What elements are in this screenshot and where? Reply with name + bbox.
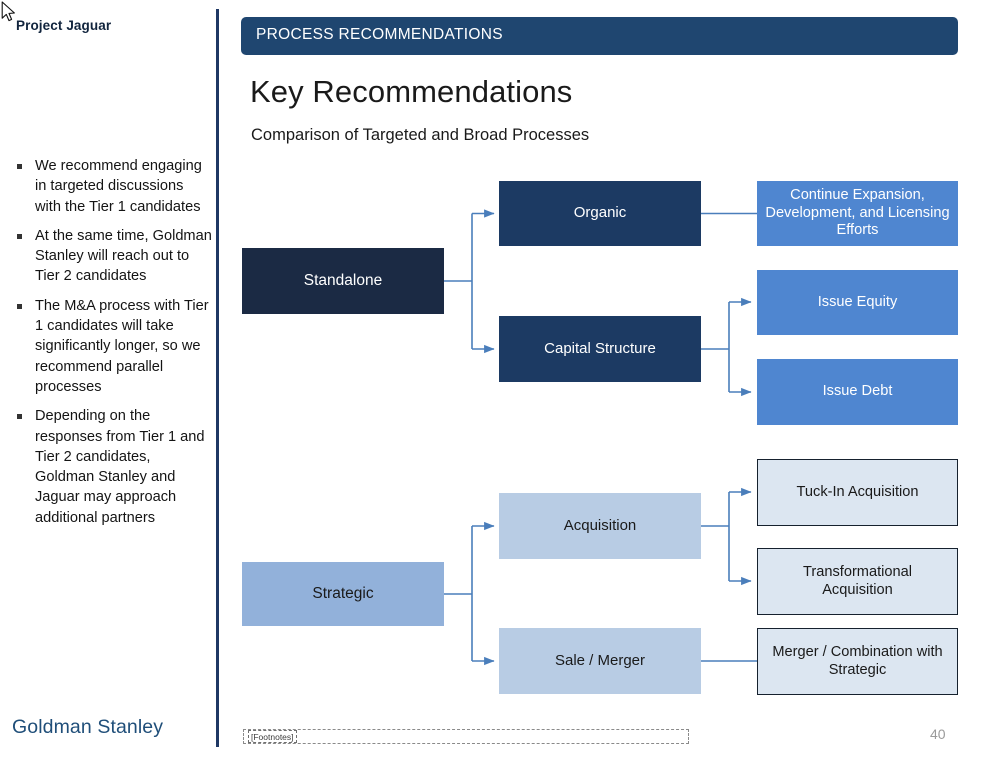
node-strategic[interactable]: Strategic	[242, 562, 444, 626]
node-label: Issue Debt	[822, 383, 893, 400]
node-sale-merger[interactable]: Sale / Merger	[499, 628, 701, 694]
node-acquisition[interactable]: Acquisition	[499, 493, 701, 559]
node-label: Transformational Acquisition	[803, 563, 912, 598]
node-label: Sale / Merger	[554, 651, 646, 669]
node-label: Issue Equity	[817, 293, 898, 310]
node-capital-structure[interactable]: Capital Structure	[499, 316, 701, 382]
list-item: The M&A process with Tier 1 candidates w…	[12, 296, 212, 397]
page-title: Key Recommendations	[250, 74, 573, 109]
node-continue-expansion[interactable]: Continue Expansion, Development, and Lic…	[757, 181, 958, 246]
node-label: Continue Expansion, Development, and Lic…	[765, 186, 950, 239]
node-label: Organic	[573, 204, 627, 222]
node-label: Strategic	[312, 585, 374, 603]
node-standalone[interactable]: Standalone	[242, 248, 444, 314]
page-subtitle: Comparison of Targeted and Broad Process…	[251, 126, 590, 144]
footnotes-placeholder[interactable]: [Footnotes]	[243, 729, 689, 744]
node-label: Standalone	[303, 272, 383, 290]
section-banner: PROCESS RECOMMENDATIONS	[241, 17, 958, 55]
node-label: Capital Structure	[544, 339, 656, 357]
page-number: 40	[930, 726, 946, 742]
recommendation-bullet-list: We recommend engaging in targeted discus…	[12, 156, 212, 537]
footnotes-label: [Footnotes]	[248, 730, 297, 743]
section-banner-label: PROCESS RECOMMENDATIONS	[256, 26, 503, 43]
sidebar-divider	[216, 9, 219, 747]
mouse-cursor-icon	[1, 1, 15, 22]
list-item: Depending on the responses from Tier 1 a…	[12, 406, 212, 528]
node-label: Tuck-In Acquisition	[796, 483, 919, 500]
brand-logo: Goldman Stanley	[12, 716, 164, 738]
node-tuck-in-acquisition[interactable]: Tuck-In Acquisition	[757, 459, 958, 526]
node-organic[interactable]: Organic	[499, 181, 701, 246]
project-title: Project Jaguar	[16, 18, 112, 33]
list-item: We recommend engaging in targeted discus…	[12, 156, 212, 217]
node-issue-debt[interactable]: Issue Debt	[757, 359, 958, 425]
node-issue-equity[interactable]: Issue Equity	[757, 270, 958, 335]
node-merger-combination[interactable]: Merger / Combination with Strategic	[757, 628, 958, 695]
node-label: Acquisition	[563, 516, 637, 534]
node-transformational-acquisition[interactable]: Transformational Acquisition	[757, 548, 958, 615]
node-label: Merger / Combination with Strategic	[772, 643, 943, 678]
sidebar: Project Jaguar We recommend engaging in …	[0, 0, 219, 757]
list-item: At the same time, Goldman Stanley will r…	[12, 226, 212, 287]
